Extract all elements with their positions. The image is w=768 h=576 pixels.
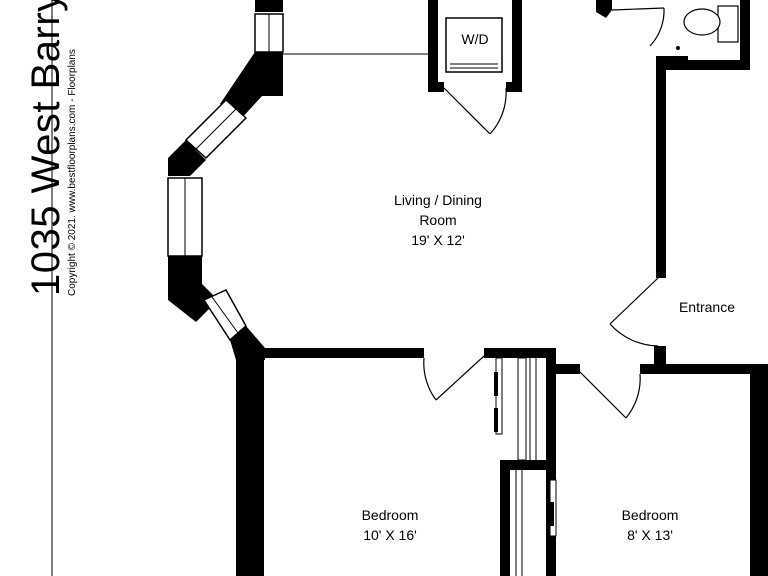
wall-segment — [506, 82, 522, 92]
wall-segment — [640, 364, 768, 374]
wall-segment — [255, 0, 283, 12]
wall-segment — [168, 140, 206, 176]
wall-segment — [428, 0, 438, 92]
wall-segment — [660, 60, 750, 70]
bedroom-right-label: Bedroom 8' X 13' — [590, 505, 710, 545]
wall-segment — [500, 460, 510, 576]
wall-segment — [168, 256, 202, 284]
bedroom-right-name: Bedroom — [621, 507, 679, 523]
entrance-label: Entrance — [678, 299, 736, 315]
wall-segment — [596, 0, 612, 18]
bedroom-right-size: 8' X 13' — [627, 527, 673, 543]
wall-segment — [556, 364, 580, 374]
wall-segment — [546, 348, 556, 466]
wall-segment — [168, 284, 218, 322]
wall-segment — [750, 374, 768, 576]
living-room-name-line2: Room — [419, 212, 457, 228]
closet-handle — [550, 502, 554, 526]
toilet-icon — [676, 5, 739, 50]
wall-segment — [740, 0, 750, 70]
wall-segment — [656, 56, 666, 278]
bedroom-left-name: Bedroom — [361, 507, 419, 523]
bedroom-right-door — [579, 371, 641, 419]
walls — [168, 0, 768, 576]
closet-handle — [494, 408, 498, 432]
wd-door — [443, 87, 507, 135]
bedroom-left-door — [423, 355, 485, 401]
washer-dryer-label: W/D — [461, 31, 489, 47]
wall-segment — [512, 0, 522, 92]
bath-door — [611, 7, 665, 47]
washer-dryer-box — [445, 17, 503, 73]
wall-segment — [484, 348, 556, 358]
closet-handle — [494, 372, 498, 396]
living-room-name-line1: Living / Dining — [394, 192, 482, 208]
wall-segment — [264, 348, 424, 358]
wall-segment — [220, 52, 283, 120]
wall-segment — [236, 348, 264, 576]
windows — [167, 13, 284, 342]
bedroom-left-size: 10' X 16' — [363, 527, 417, 543]
living-room-size: 19' X 12' — [411, 232, 465, 248]
wall-segment — [428, 82, 444, 92]
wall-segment — [500, 460, 556, 470]
wall-segment — [654, 346, 666, 374]
bedroom-left-label: Bedroom 10' X 16' — [330, 505, 450, 545]
entrance-door — [609, 277, 659, 347]
living-room-label: Living / Dining Room 19' X 12' — [358, 190, 518, 250]
